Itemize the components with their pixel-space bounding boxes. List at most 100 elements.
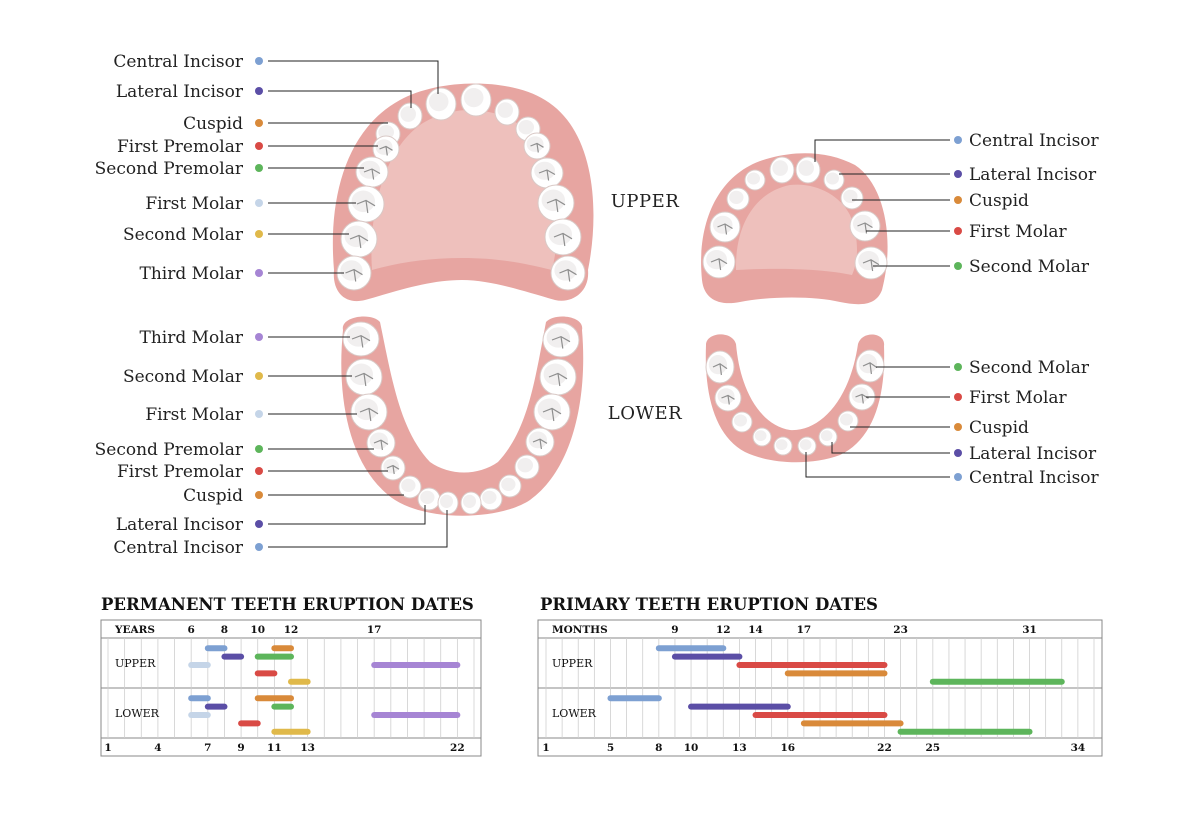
color-dot — [255, 164, 263, 172]
leader-line — [268, 90, 412, 108]
bottom-tick-label: 10 — [684, 742, 699, 754]
color-dot — [255, 333, 263, 341]
top-tick-label: 14 — [748, 624, 763, 636]
row-label-lower: LOWER — [115, 707, 160, 720]
tooth-label: Third Molar — [140, 264, 244, 284]
color-dot — [954, 363, 962, 371]
bottom-tick-label: 9 — [237, 742, 244, 754]
color-dot — [255, 543, 263, 551]
color-dot — [954, 227, 962, 235]
bottom-tick-label: 22 — [450, 742, 465, 754]
top-tick-label: 6 — [188, 624, 195, 636]
lower-tooth — [539, 358, 577, 396]
top-tick-label: 10 — [250, 624, 265, 636]
lower-tooth — [479, 487, 503, 511]
row-label-upper: UPPER — [115, 657, 156, 670]
lower-tooth — [417, 487, 441, 511]
tooth-label: Central Incisor — [113, 538, 244, 558]
bottom-tick-label: 7 — [204, 742, 211, 754]
bottom-tick-label: 13 — [732, 742, 747, 754]
upper-tooth — [340, 220, 378, 258]
lower-tooth — [342, 321, 380, 357]
primary-upper-tooth — [709, 211, 741, 243]
lower-tooth — [525, 427, 555, 457]
leader-line — [805, 452, 950, 478]
tooth-label: Central Incisor — [969, 468, 1100, 488]
upper-arch-label: UPPER — [611, 191, 680, 212]
leader-line — [814, 139, 950, 162]
upper-tooth — [355, 156, 389, 188]
bottom-tick-label: 5 — [607, 742, 614, 754]
color-dot — [954, 136, 962, 144]
primary-upper-tooth — [769, 156, 795, 184]
upper-palate — [371, 110, 558, 270]
primary-upper-tooth — [849, 210, 881, 242]
color-dot — [954, 170, 962, 178]
top-tick-label: 8 — [221, 624, 228, 636]
tooth-label: First Premolar — [117, 137, 244, 157]
lower-teeth — [342, 321, 580, 515]
primary-lower-tooth — [714, 384, 742, 412]
tooth-label: Lateral Incisor — [969, 165, 1097, 185]
tooth-label: Lateral Incisor — [969, 444, 1097, 464]
row-label-lower: LOWER — [552, 707, 597, 720]
primary-upper-tooth — [823, 169, 845, 191]
color-dot — [255, 269, 263, 277]
tooth-label: Lateral Incisor — [116, 82, 244, 102]
leader-line — [268, 505, 426, 525]
color-dot — [255, 87, 263, 95]
lower-tooth — [345, 358, 383, 396]
tooth-label: Second Molar — [123, 367, 244, 387]
lower-tooth — [350, 393, 388, 431]
upper-tooth — [336, 255, 372, 291]
primary-lower-tooth — [705, 350, 735, 384]
tooth-label: Cuspid — [183, 486, 243, 506]
bottom-tick-label: 34 — [1071, 742, 1086, 754]
unit-label: YEARS — [114, 624, 155, 636]
upper-tooth — [347, 185, 385, 223]
leader-line — [831, 442, 950, 454]
upper-tooth — [494, 98, 520, 126]
primary-upper-arch — [701, 153, 888, 305]
bottom-tick-label: 1 — [542, 742, 549, 754]
primary-upper-tooth — [795, 156, 821, 184]
bottom-tick-label: 13 — [300, 742, 315, 754]
lower-tooth — [514, 454, 540, 480]
unit-label: MONTHS — [552, 624, 608, 636]
primary-upper-palate — [735, 184, 857, 275]
bottom-tick-label: 1 — [104, 742, 111, 754]
tooth-label: Central Incisor — [113, 52, 244, 72]
tooth-label: Third Molar — [140, 328, 244, 348]
tooth-label: First Molar — [145, 194, 244, 214]
primary-upper-tooth — [744, 169, 766, 191]
bottom-tick-label: 25 — [926, 742, 941, 754]
tooth-label: Cuspid — [183, 114, 243, 134]
top-tick-label: 31 — [1022, 624, 1037, 636]
color-dot — [255, 520, 263, 528]
color-dot — [255, 230, 263, 238]
color-dot — [954, 473, 962, 481]
color-dot — [255, 445, 263, 453]
upper-tooth — [460, 83, 492, 117]
lower-tooth — [437, 491, 459, 515]
upper-tooth — [372, 135, 400, 163]
tooth-label: Second Premolar — [95, 440, 244, 460]
tooth-label: First Premolar — [117, 462, 244, 482]
upper-tooth — [425, 87, 457, 121]
primary-lower-tooth — [837, 410, 859, 432]
color-dot — [954, 423, 962, 431]
lower-tooth — [380, 455, 406, 481]
upper-tooth — [544, 218, 582, 256]
permanent-upper-arch — [332, 83, 594, 302]
primary-lower-tooth — [855, 349, 885, 383]
lower-tooth — [366, 428, 396, 458]
color-dot — [954, 262, 962, 270]
upper-tooth — [523, 132, 551, 160]
primary-lower-arch — [705, 334, 885, 463]
tooth-label: Cuspid — [969, 191, 1029, 211]
primary-chart-title: PRIMARY TEETH ERUPTION DATES — [540, 595, 878, 614]
color-dot — [954, 393, 962, 401]
